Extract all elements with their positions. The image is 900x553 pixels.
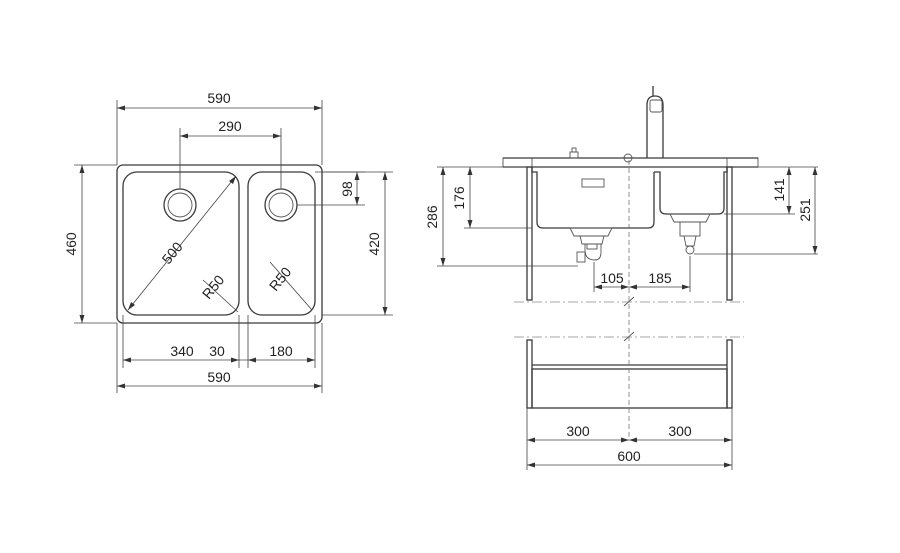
overflow-slot-icon: [581, 178, 605, 188]
countertop-left: [502, 157, 533, 168]
dim-right-bowl: 180: [269, 343, 293, 359]
small-bowl-profile: [654, 167, 728, 215]
countertop-right: [726, 157, 759, 168]
dim-depth-main: 176: [451, 186, 467, 210]
left-drain-icon: [163, 188, 197, 222]
dim-depth-small: 141: [771, 178, 787, 202]
overflow-knob-icon: [569, 147, 579, 159]
dim-overall-width-bottom: 590: [207, 369, 231, 385]
dim-cabinet-left: 300: [566, 423, 590, 439]
dim-overall-width: 590: [207, 90, 231, 106]
side-view: 286 176 141 251 105 185: [424, 86, 818, 470]
main-bowl-profile: [531, 167, 655, 229]
top-view: 590 290 460 98 420 500: [63, 90, 393, 393]
left-bowl: [122, 171, 240, 316]
sink-outline: [116, 164, 323, 324]
cabinet-wall-right-upper: [726, 166, 733, 301]
dim-left-bowl: 340: [170, 343, 194, 359]
cabinet-wall-left-lower: [526, 339, 533, 409]
dim-divider: 30: [209, 343, 225, 359]
dim-cabinet-total: 600: [617, 448, 641, 464]
dim-drain-offset-b: 185: [648, 270, 672, 286]
cabinet-wall-left-upper: [526, 166, 533, 301]
dim-radius-left: R50: [199, 272, 228, 302]
dim-drain-offset: 98: [339, 181, 355, 197]
dim-depth-small-total: 251: [797, 198, 813, 222]
cabinet-plinth: [531, 368, 728, 409]
dim-depth-total: 286: [424, 205, 440, 229]
cabinet-wall-right-lower: [726, 339, 733, 409]
right-drain-icon: [264, 188, 298, 222]
dim-height: 460: [63, 232, 79, 256]
dim-cabinet-right: 300: [668, 423, 692, 439]
right-bowl: [247, 171, 316, 316]
dim-drain-offset-a: 105: [600, 270, 624, 286]
small-drain-icon: [669, 213, 711, 255]
dim-inner-offset: 290: [218, 118, 242, 134]
dim-height-inner: 420: [366, 232, 382, 256]
dim-radius-right: R50: [266, 264, 295, 294]
main-drain-icon: [569, 227, 613, 263]
faucet-icon: [623, 86, 664, 163]
